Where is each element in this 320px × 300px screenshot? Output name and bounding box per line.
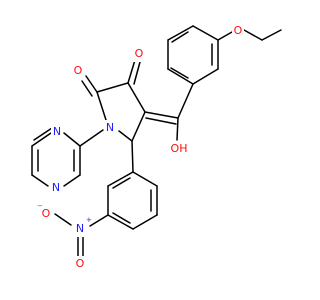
label-o-nitro-1-charge: − bbox=[37, 202, 43, 210]
label-o-ethoxy: O bbox=[234, 24, 243, 37]
atom-oh: OH bbox=[169, 142, 189, 158]
ethoxyphenyl-ring bbox=[167, 25, 219, 85]
c2-carbonyl bbox=[81, 75, 98, 97]
label-n-pyrimidine-2: N bbox=[52, 181, 60, 194]
label-n-nitro: N bbox=[76, 222, 84, 235]
atom-o-c2: O bbox=[72, 63, 84, 79]
atom-o-ethoxy: O bbox=[232, 22, 244, 38]
nitrophenyl-ring bbox=[107, 171, 158, 230]
atom-n-pyrimidine-2: N bbox=[50, 180, 62, 196]
ethyl-group bbox=[243, 29, 282, 41]
label-n-nitro-charge: + bbox=[86, 216, 92, 224]
bond-n-to-pyrimidine bbox=[79, 129, 104, 147]
exocyclic-double-bond bbox=[144, 111, 179, 125]
bond-exo-carbon-to-oh bbox=[176, 117, 179, 141]
molecule-structure: O O O OH N N N N + O − O bbox=[31, 22, 282, 272]
label-o-c3: O bbox=[135, 47, 144, 60]
atom-o-nitro-1: O − bbox=[37, 202, 52, 222]
bond-ring-to-nitro bbox=[89, 214, 109, 227]
label-o-nitro-2: O bbox=[76, 257, 85, 270]
atom-n-nitro: N + bbox=[74, 216, 92, 237]
label-oh: OH bbox=[171, 142, 188, 155]
label-n-pyrrolidine: N bbox=[106, 121, 114, 134]
atom-o-c3: O bbox=[133, 46, 145, 62]
c3-carbonyl bbox=[127, 59, 141, 85]
bond-c5-to-nitrophenyl bbox=[131, 140, 134, 173]
bond-phenyl-to-exo-carbon bbox=[177, 83, 194, 119]
label-o-nitro-1: O bbox=[42, 207, 51, 220]
atom-n-pyrrolidine: N bbox=[104, 120, 116, 136]
pyrimidine-ring bbox=[31, 127, 81, 187]
pyrrolidinone-ring bbox=[96, 82, 146, 142]
molecule-canvas: O O O OH N N N N + O − O bbox=[31, 22, 282, 272]
nitro-bonds bbox=[54, 213, 84, 257]
bond-ring-to-ethoxy-o bbox=[217, 31, 233, 41]
label-o-c2: O bbox=[74, 64, 83, 77]
label-n-pyrimidine-1: N bbox=[53, 125, 61, 138]
atom-o-nitro-2: O bbox=[74, 256, 86, 272]
atom-n-pyrimidine-1: N bbox=[51, 124, 63, 140]
